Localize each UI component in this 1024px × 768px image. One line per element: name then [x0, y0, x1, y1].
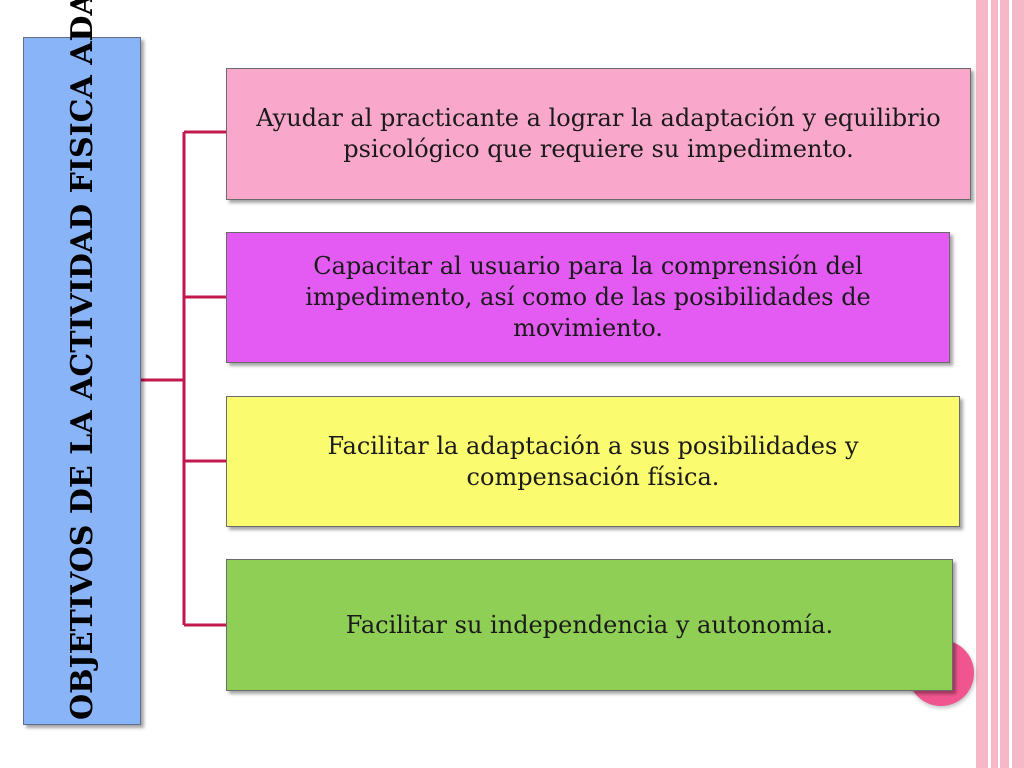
objective-text-2: Capacitar al usuario para la comprensión…	[305, 252, 871, 342]
stripe-divider	[1009, 0, 1012, 768]
objective-box-2: Capacitar al usuario para la comprensión…	[226, 232, 950, 363]
objective-text-1: Ayudar al practicante a lograr la adapta…	[256, 104, 941, 163]
objective-box-1: Ayudar al practicante a lograr la adapta…	[226, 68, 971, 200]
stripe-divider	[998, 0, 1000, 768]
stripe-divider	[988, 0, 991, 768]
objective-box-3: Facilitar la adaptación a sus posibilida…	[226, 396, 960, 527]
diagram-title: OBJETIVOS DE LA ACTIVIDAD FISICA ADAPTAD…	[65, 0, 100, 720]
connector-group	[141, 130, 226, 627]
objective-box-4: Facilitar su independencia y autonomía.	[226, 559, 953, 691]
side-stripes	[976, 0, 1024, 768]
title-box: OBJETIVOS DE LA ACTIVIDAD FISICA ADAPTAD…	[23, 0, 141, 725]
objective-text-3: Facilitar la adaptación a sus posibilida…	[327, 431, 859, 491]
objective-text-4: Facilitar su independencia y autonomía.	[345, 610, 834, 639]
